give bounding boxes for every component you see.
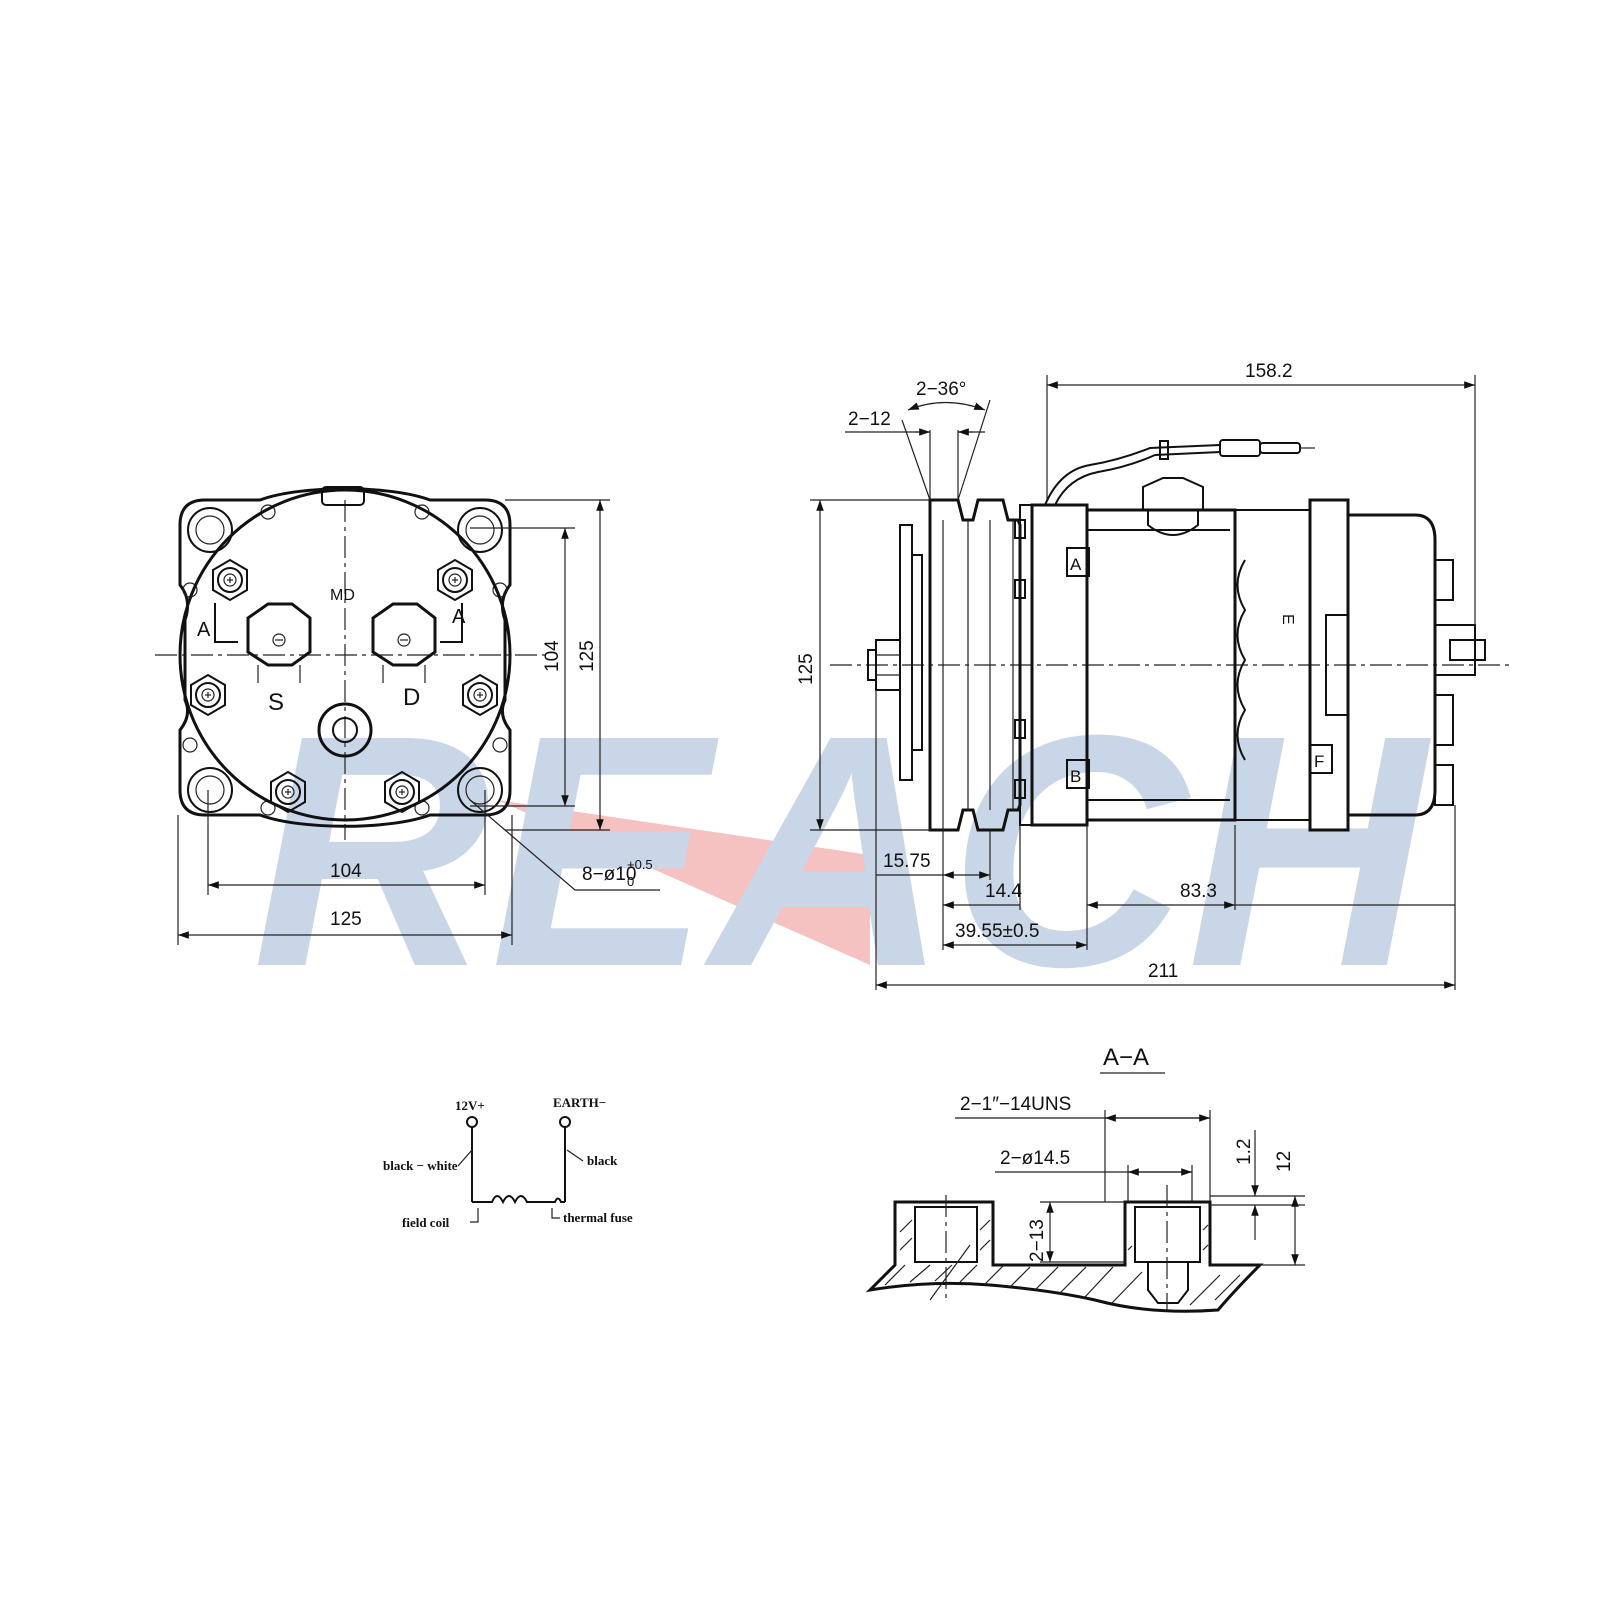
- wire-earth-label: black: [587, 1153, 618, 1168]
- hole-callout-main: 8−ø10: [582, 864, 636, 885]
- coil-label: field coil: [402, 1215, 450, 1230]
- terminal-earth: EARTH−: [553, 1095, 606, 1110]
- fuse-label: thermal fuse: [563, 1210, 633, 1225]
- side-tag-f: F: [1314, 752, 1324, 771]
- section-marker-right: A: [452, 606, 466, 628]
- dim-groove-angle: 2−36°: [916, 379, 966, 400]
- port-label-discharge: D: [403, 684, 420, 711]
- hole-callout-tol-lower: 0: [627, 874, 634, 889]
- dim-pulley-dia: 125: [796, 653, 817, 685]
- section-aa: A−A: [865, 1044, 1305, 1313]
- side-view: A B E F 2−36°: [796, 361, 1510, 990]
- side-tag-e: E: [1279, 614, 1296, 625]
- watermark: REACH: [252, 666, 1435, 1035]
- section-hatching: [884, 1219, 1241, 1306]
- dim-lip: 1.2: [1234, 1139, 1255, 1165]
- hole-callout: 8−ø10 +0.5 0: [582, 853, 658, 889]
- dim-bore: 2−ø14.5: [1000, 1148, 1070, 1169]
- model-label: MD: [330, 587, 355, 604]
- watermark-pointer: [497, 800, 870, 965]
- front-view: A A MD S D 104 125 104 125 8−ø10 +0.5 0: [155, 486, 660, 945]
- wire-positive-label: black − white: [383, 1158, 458, 1173]
- dim-bolt-spacing-h: 104: [330, 861, 362, 882]
- side-tag-a: A: [1070, 555, 1082, 574]
- dim-groove-pitch: 14.4: [985, 881, 1022, 902]
- wiring-diagram: 12V+ EARTH− black − white black field co…: [383, 1095, 633, 1230]
- dim-depth: 2−13: [1027, 1219, 1048, 1262]
- watermark-text: REACH: [252, 666, 1435, 1035]
- dim-groove-width: 2−12: [848, 409, 891, 430]
- hole-callout-tol-upper: +0.5: [627, 857, 653, 872]
- dim-length-top: 158.2: [1245, 361, 1293, 382]
- terminal-positive: 12V+: [455, 1098, 485, 1113]
- dim-pulley-depth: 39.55±0.5: [955, 921, 1039, 942]
- dim-overall-h: 125: [330, 909, 362, 930]
- dim-pulley-offset: 15.75: [883, 851, 931, 872]
- dim-bolt-spacing-v: 104: [542, 640, 563, 672]
- section-marker-left: A: [197, 619, 211, 641]
- dim-overall-v: 125: [577, 640, 598, 672]
- port-label-suction: S: [268, 689, 284, 716]
- dim-height: 12: [1274, 1151, 1295, 1172]
- side-tag-b: B: [1070, 767, 1081, 786]
- section-title: A−A: [1103, 1044, 1149, 1071]
- dim-thread: 2−1″−14UNS: [960, 1094, 1071, 1115]
- dim-body-length: 83.3: [1180, 881, 1217, 902]
- dim-overall-length: 211: [1148, 961, 1178, 982]
